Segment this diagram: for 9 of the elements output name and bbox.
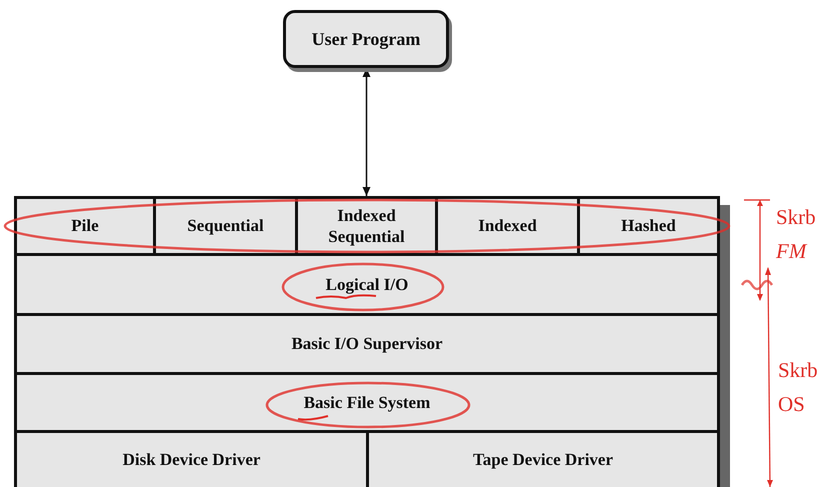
layer-box: Basic File System xyxy=(14,372,720,433)
layer-box: Tape Device Driver xyxy=(366,430,720,487)
layer-box: Disk Device Driver xyxy=(14,430,369,487)
layer-box: Basic I/O Supervisor xyxy=(14,313,720,375)
annotation-text: Skrb xyxy=(776,205,816,230)
annotation-text: OS xyxy=(778,392,805,417)
annotation-text: FM xyxy=(776,239,806,264)
layer-box: Logical I/O xyxy=(14,253,720,316)
annotation-text: Skrb xyxy=(778,358,818,383)
